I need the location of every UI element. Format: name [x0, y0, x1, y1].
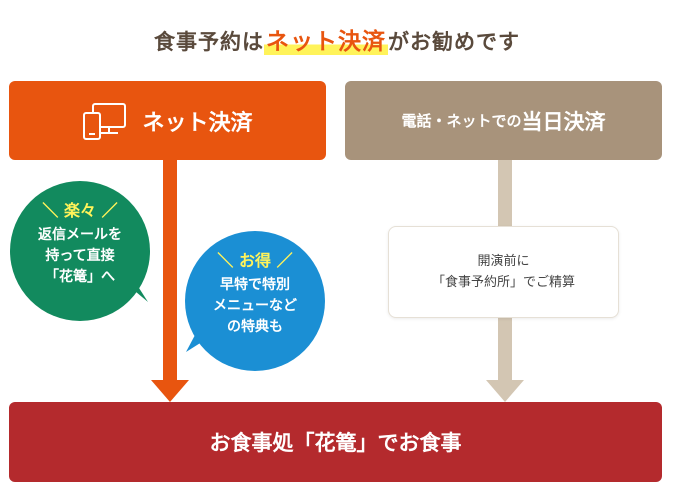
raku-bubble: ＼ 楽々 ／ 返信メールを 持って直接 「花篭」へ	[10, 181, 150, 321]
raku-tag: ＼ 楽々 ／	[42, 201, 118, 220]
headline-highlight: ネット決済	[264, 29, 388, 55]
dining-destination-label: お食事処「花篭」でお食事	[209, 431, 462, 455]
net-payment-label: ネット決済	[142, 110, 253, 136]
raku-line-2: 持って直接	[45, 248, 115, 264]
page-headline: 食事予約はネット決済がお勧めです	[0, 22, 674, 56]
headline-prefix: 食事予約は	[154, 30, 264, 54]
same-day-label-big: 当日決済	[521, 109, 606, 134]
otoku-text: 早特で特別 メニューなど の特典も	[185, 275, 325, 338]
info-line-2: 「食事予約所」でご精算	[431, 275, 575, 290]
devices-icon	[83, 102, 127, 140]
otoku-line-1: 早特で特別	[220, 277, 290, 293]
otoku-bubble: ＼ お得 ／ 早特で特別 メニューなど の特典も	[185, 231, 325, 371]
info-line-1: 開演前に	[477, 254, 530, 269]
same-day-label-small: 電話・ネットでの	[401, 112, 522, 130]
otoku-line-3: の特典も	[227, 319, 283, 335]
raku-line-3: 「花篭」へ	[45, 269, 115, 285]
settlement-info-box: 開演前に 「食事予約所」でご精算	[388, 226, 619, 318]
raku-line-1: 返信メールを	[38, 227, 122, 243]
net-payment-box: ネット決済	[9, 81, 326, 160]
net-flow-arrow	[151, 160, 189, 402]
otoku-line-2: メニューなど	[213, 298, 297, 314]
same-day-payment-box: 電話・ネットでの当日決済	[345, 81, 662, 160]
dining-destination-box: お食事処「花篭」でお食事	[9, 402, 662, 482]
otoku-tag: ＼ お得 ／	[217, 251, 293, 270]
headline-suffix: がお勧めです	[388, 30, 520, 54]
raku-text: 返信メールを 持って直接 「花篭」へ	[10, 225, 150, 288]
